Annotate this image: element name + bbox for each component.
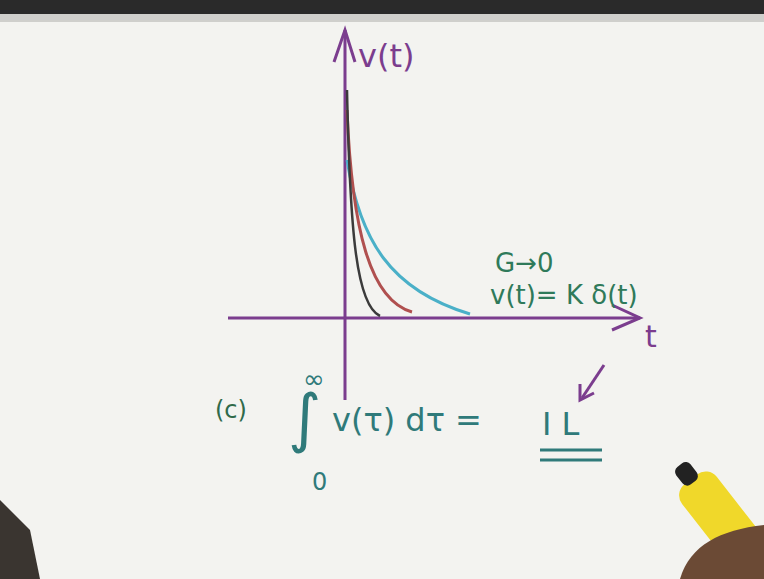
handwritten-label: I L xyxy=(542,408,579,440)
paper-edge xyxy=(0,0,764,14)
decay-curve xyxy=(347,160,470,314)
axis-arrowhead xyxy=(334,30,355,62)
decay-curve xyxy=(347,110,412,312)
handwritten-label: v(t)= K δ(t) xyxy=(490,282,638,308)
handwritten-label: 0 xyxy=(312,470,327,494)
handwritten-label: v(t) xyxy=(358,40,414,72)
handwritten-label: v(τ) dτ = xyxy=(332,404,482,436)
table-corner xyxy=(0,500,40,579)
double-underline xyxy=(540,450,602,460)
x-axis xyxy=(228,317,640,320)
pointer-arrowhead xyxy=(580,384,594,400)
hand xyxy=(680,525,764,579)
handwritten-label: ∫ xyxy=(288,386,321,450)
marker-pen xyxy=(662,452,764,579)
paper-edge xyxy=(0,14,764,22)
y-axis xyxy=(344,30,347,400)
axis-arrowhead xyxy=(612,305,640,330)
handwritten-label: t xyxy=(645,322,657,352)
handwritten-label: G→0 xyxy=(495,250,553,276)
handwritten-label: (c) xyxy=(215,398,247,422)
decay-curve xyxy=(347,90,380,316)
